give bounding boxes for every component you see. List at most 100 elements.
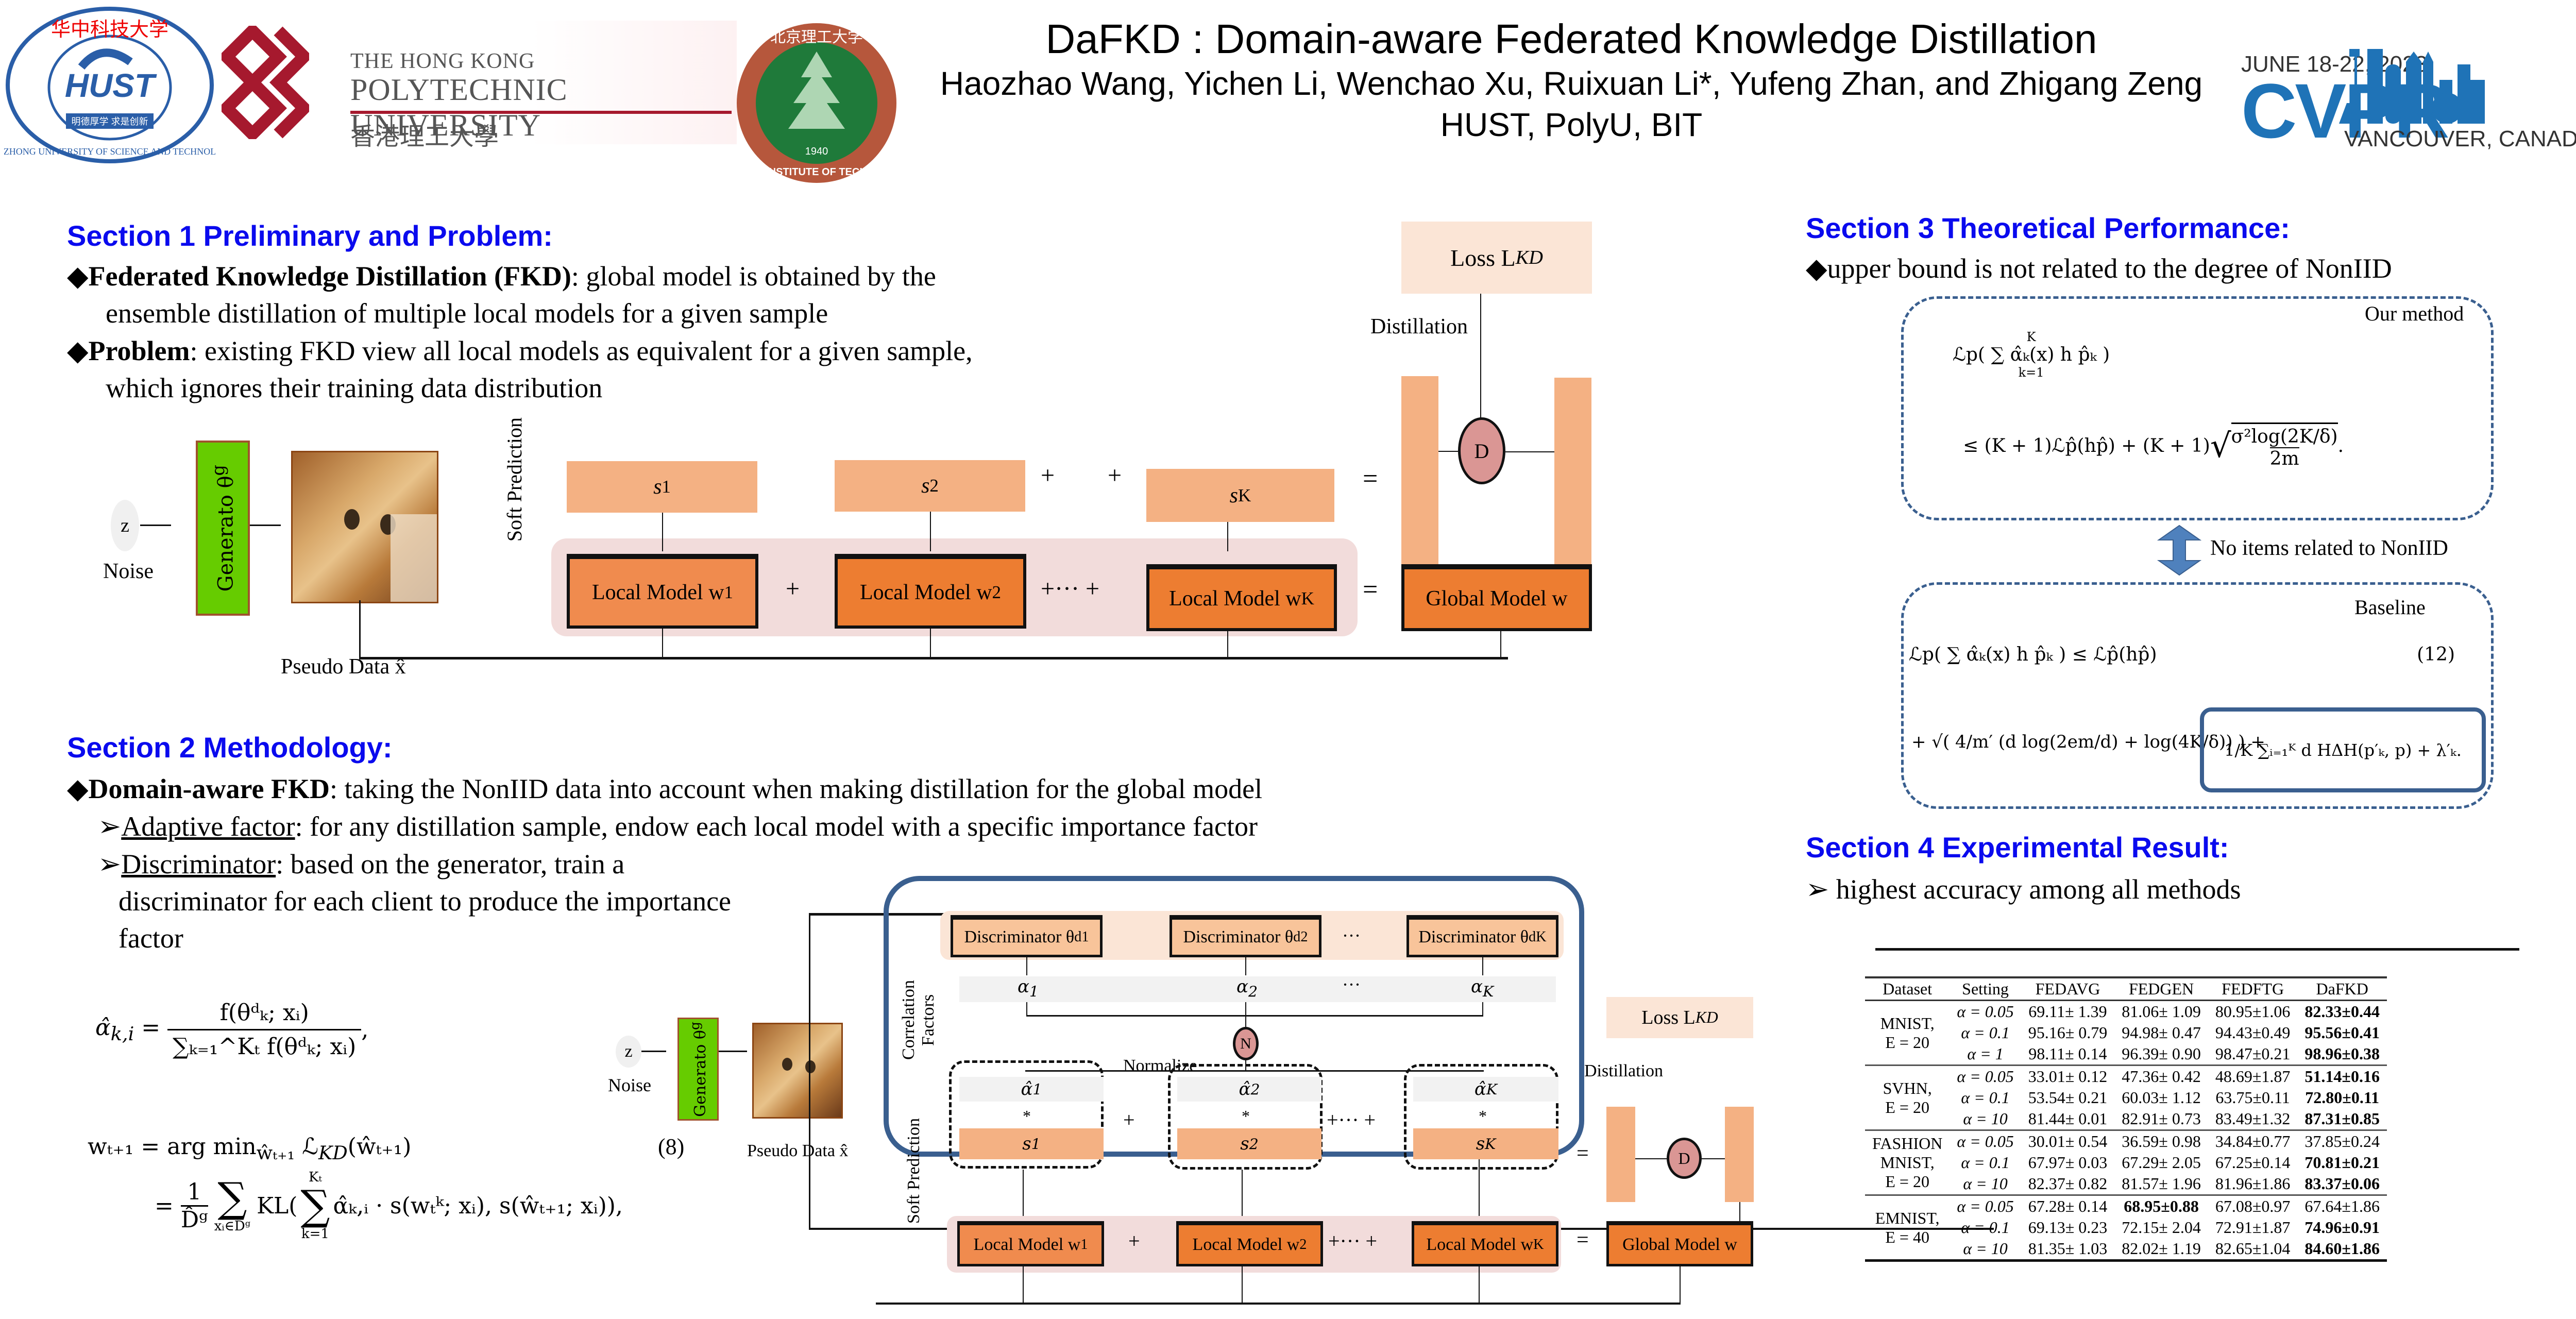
connector (1482, 1002, 1483, 1015)
data-bus-line (809, 915, 810, 1229)
arrow (1739, 1202, 1740, 1221)
alpha-2: α2 (1236, 976, 1258, 1000)
pseudo-data-image (752, 1023, 843, 1119)
equals-sign: = (1577, 1142, 1589, 1165)
value-cell: 81.96±1.86 (2215, 1174, 2291, 1193)
section3-heading: Section 3 Theoretical Performance: (1806, 212, 2290, 244)
arrow-bullet-icon: ➢ (1806, 874, 1836, 905)
value-cell: 67.08±0.97 (2215, 1197, 2291, 1215)
value-cell: 30.01± 0.54 (2028, 1132, 2108, 1151)
data-bus-line (876, 1303, 1681, 1305)
setting-cell: α = 1 (1967, 1044, 2004, 1063)
dataset-cell: MNIST,E = 20 (1865, 1001, 1950, 1066)
setting-cell: α = 0.05 (1957, 1067, 2014, 1086)
value-cell: 48.69±1.87 (2215, 1067, 2291, 1086)
value-cell: 82.65±1.04 (2215, 1239, 2291, 1258)
arrow (1227, 522, 1228, 551)
value-cell: 69.11± 1.39 (2028, 1002, 2107, 1021)
svg-text:HUAZHONG UNIVERSITY OF SCIENCE: HUAZHONG UNIVERSITY OF SCIENCE AND TECHN… (4, 146, 215, 157)
value-cell: 81.57± 1.96 (2122, 1174, 2201, 1193)
arrow (1702, 1158, 1725, 1159)
svg-text:北京理工大学: 北京理工大学 (770, 28, 863, 46)
value-cell: 36.59± 0.98 (2122, 1132, 2201, 1151)
noise-label: Noise (608, 1075, 651, 1095)
noise-node: z (616, 1036, 641, 1068)
dataset-label: FASHION (1872, 1134, 1943, 1153)
value-cell: 72.15± 2.04 (2122, 1218, 2201, 1237)
multiply-sign: * (1479, 1107, 1487, 1125)
global-model: Global Model w (1606, 1221, 1753, 1266)
column-header: DaFKD (2316, 979, 2368, 998)
soft-prediction-label: Soft Prediction (904, 1118, 923, 1224)
value-cell: 72.91±1.87 (2215, 1218, 2291, 1237)
polyu-line1: THE HONG KONG (350, 49, 535, 73)
plus-sign: + (1123, 1108, 1135, 1131)
section2-bullet: ◆Domain-aware FKD: taking the NonIID dat… (67, 773, 1263, 804)
bit-logo: 北京理工大学 BEIJING INSTITUTE OF TECHNOLOGY 1… (722, 21, 912, 185)
dataset-cell: EMNIST,E = 40 (1865, 1195, 1950, 1261)
diamond-bullet-icon: ◆ (67, 335, 89, 366)
diamond-bullet-icon: ◆ (67, 773, 89, 804)
global-model: Global Model w (1401, 564, 1592, 631)
section2-sub-1: ➢Adaptive factor: for any distillation s… (98, 811, 1258, 842)
multiply-sign: * (1242, 1107, 1250, 1125)
table-top-rule (1875, 948, 2519, 951)
column-header: FEDGEN (2128, 979, 2194, 998)
arrow (1505, 451, 1554, 452)
value-cell: 94.98± 0.47 (2122, 1023, 2201, 1042)
cvpr-location: VANCOUVER, CANADA (2344, 126, 2576, 151)
bullet-text: : existing FKD view all local models as … (190, 335, 973, 366)
arrow (1480, 294, 1481, 420)
noise-label: Noise (103, 560, 154, 583)
plus-sign: + (1108, 462, 1122, 489)
value-cell: 67.29± 2.05 (2122, 1153, 2201, 1172)
arrow (1635, 1158, 1667, 1159)
diamond-bullet-icon: ◆ (67, 261, 89, 292)
connector (1026, 1002, 1027, 1015)
arrow (641, 1051, 666, 1052)
table-header-row: Dataset Setting FEDAVG FEDGEN FEDFTG DaF… (1865, 977, 2387, 1001)
setting-cell: α = 0.1 (1961, 1153, 2010, 1172)
global-output-bar (1554, 378, 1591, 564)
arrow (1245, 1002, 1246, 1027)
ensemble-output-bar (1401, 376, 1438, 564)
svg-text:BEIJING INSTITUTE OF TECHNOLOG: BEIJING INSTITUTE OF TECHNOLOGY (734, 166, 899, 178)
alpha-hat-1: α̂1 (959, 1077, 1104, 1102)
value-cell: 95.56±0.41 (2304, 1023, 2380, 1042)
poster-affiliations: HUST, PolyU, BIT (1440, 106, 1703, 143)
arrow (930, 629, 931, 658)
value-cell: 34.84±0.77 (2215, 1132, 2291, 1151)
setting-cell: α = 0.05 (1957, 1002, 2014, 1021)
arrow (250, 525, 281, 526)
plus-sign: + (786, 575, 800, 602)
setting-cell: α = 0.05 (1957, 1197, 2014, 1215)
alpha-hat-2: α̂2 (1177, 1077, 1321, 1102)
value-cell: 96.39± 0.90 (2122, 1044, 2201, 1063)
section2-sub-2: ➢Discriminator: based on the generator, … (98, 849, 732, 954)
value-cell: 69.13± 0.23 (2028, 1218, 2108, 1237)
arrow (662, 629, 663, 658)
dataset-label: EMNIST, (1875, 1208, 1940, 1227)
alpha-k: αK (1471, 976, 1494, 1000)
value-cell: 67.28± 0.14 (2028, 1197, 2108, 1215)
dataset-label: E = 20 (1885, 1033, 1929, 1052)
dataset-cell: SVHN,E = 20 (1865, 1066, 1950, 1130)
baseline-label: Baseline (2354, 596, 2426, 619)
section1-heading: Section 1 Preliminary and Problem: (67, 219, 553, 252)
dataset-label: E = 20 (1885, 1097, 1929, 1117)
eq-number: (8) (658, 1134, 685, 1159)
w-update-line1: wₜ₊₁ = arg minŵₜ₊₁ ℒKD(ŵₜ₊₁) (88, 1134, 412, 1164)
distillation-label: Distillation (1584, 1061, 1663, 1080)
value-cell: 81.06± 1.09 (2122, 1002, 2201, 1021)
weighted-soft-group-1 (949, 1060, 1104, 1169)
